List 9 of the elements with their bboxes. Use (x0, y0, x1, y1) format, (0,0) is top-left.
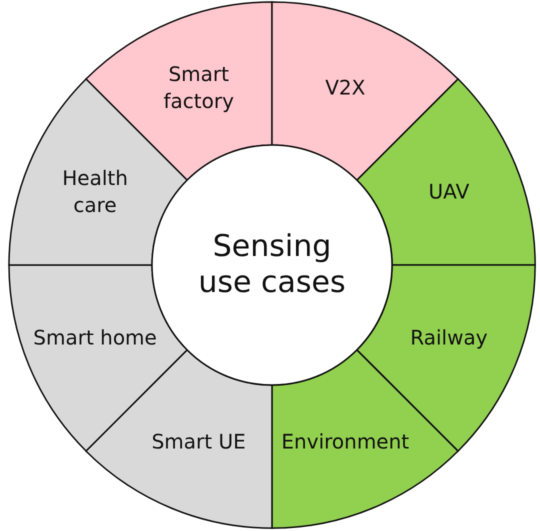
segment-label: Smart factory (162, 61, 235, 116)
segment-label: Health care (61, 164, 129, 219)
segment-label: Environment (280, 428, 410, 456)
segment-label: Railway (409, 324, 489, 352)
segment-label: Smart home (32, 324, 158, 352)
center-title: Sensing use cases (197, 229, 347, 301)
segment-label: V2X (324, 74, 366, 102)
segment-label: Smart UE (150, 428, 247, 456)
segment-label: UAV (428, 178, 470, 206)
